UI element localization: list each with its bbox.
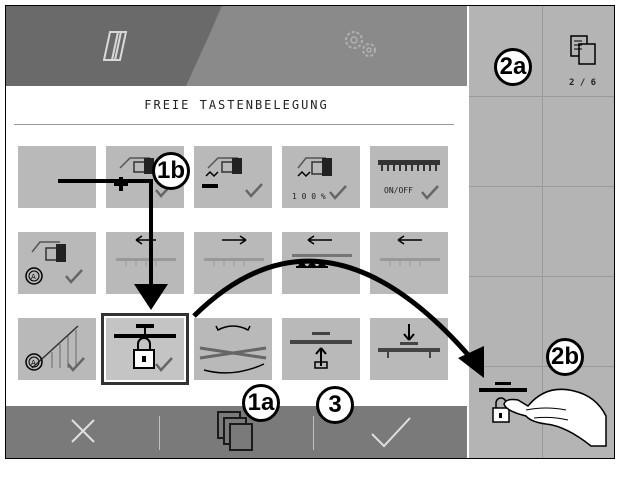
section-right-on-icon: [204, 235, 264, 266]
gears-icon: [345, 31, 376, 57]
function-button-boom-tilt[interactable]: [194, 318, 272, 380]
cancel-button[interactable]: [6, 406, 159, 458]
boom-tilt-icon: [199, 325, 267, 374]
arrow-move-head: [458, 346, 484, 378]
rate-100-icon: [297, 157, 347, 200]
function-button-section-left-off[interactable]: [106, 232, 184, 294]
copy-button[interactable]: [160, 406, 313, 458]
page-indicator: 2 / 6: [569, 78, 597, 88]
confirm-button[interactable]: [314, 406, 467, 458]
toolbar-separator: [159, 416, 160, 450]
section-right-off-icon: [380, 235, 440, 266]
arrow-1b-line: [58, 179, 153, 286]
cancel-x-icon: [71, 419, 95, 443]
sidebar-grid-line: [469, 276, 614, 277]
bottom-toolbar: [6, 406, 467, 458]
sidebar-grid-line: [469, 366, 614, 367]
rate-minus-icon: [202, 157, 263, 198]
rate-100-label: 1 0 0 %: [292, 192, 326, 201]
title-divider: [14, 124, 454, 125]
function-button-boom-lock[interactable]: [101, 313, 189, 385]
function-button-auto-rate[interactable]: A: [18, 232, 96, 294]
instruction-overlay: [58, 179, 607, 447]
function-button-sections-on-off[interactable]: ON/OFF: [370, 146, 448, 208]
function-button-empty[interactable]: [18, 146, 96, 208]
function-button-rate-100[interactable]: 1 0 0 %: [282, 146, 360, 208]
softkey-sidebar: 2 / 6: [467, 6, 614, 458]
content-area: FREIE TASTENBELEGUNG: [6, 86, 467, 406]
auto-height-icon: A: [25, 325, 85, 372]
boom-raise-icon: [290, 332, 352, 369]
boom-lock-softkey-icon[interactable]: [477, 380, 537, 430]
tab-bar: [6, 6, 467, 86]
section-left-off-icon: [116, 235, 176, 266]
checkmark-icon: [371, 417, 411, 448]
page-switch-icon[interactable]: [569, 34, 599, 68]
tab-field[interactable]: [6, 6, 221, 86]
terminal-screen: FREIE TASTENBELEGUNG: [5, 5, 615, 459]
svg-text:A: A: [31, 273, 36, 281]
boom-lock-icon: [114, 324, 176, 372]
svg-text:A: A: [31, 359, 36, 367]
function-button-rate-decrease[interactable]: [194, 146, 272, 208]
callout-3: 3: [316, 386, 354, 424]
sidebar-grid-line: [469, 186, 614, 187]
sidebar-grid-line: [542, 6, 543, 458]
toolbar-separator: [313, 416, 314, 450]
callout-2b: 2b: [546, 338, 584, 376]
function-button-auto-height[interactable]: A: [18, 318, 96, 380]
function-button-boom-lower[interactable]: [370, 318, 448, 380]
function-button-boom-raise[interactable]: [282, 318, 360, 380]
sections-on-off-icon: [378, 160, 440, 200]
callout-2a: 2a: [494, 48, 532, 86]
sections-on-off-label: ON/OFF: [384, 186, 413, 195]
page-title: FREIE TASTENBELEGUNG: [144, 98, 329, 112]
tab-settings[interactable]: [186, 6, 467, 86]
copy-pages-icon: [217, 411, 253, 451]
field-icon: [102, 31, 128, 61]
arrow-1b-head: [134, 284, 168, 310]
sidebar-grid-line: [469, 96, 614, 97]
arrow-move-curve: [192, 258, 478, 366]
callout-1a: 1a: [242, 384, 280, 422]
auto-rate-icon: A: [25, 241, 83, 285]
boom-lower-icon: [378, 324, 440, 358]
callout-1b: 1b: [152, 152, 190, 190]
